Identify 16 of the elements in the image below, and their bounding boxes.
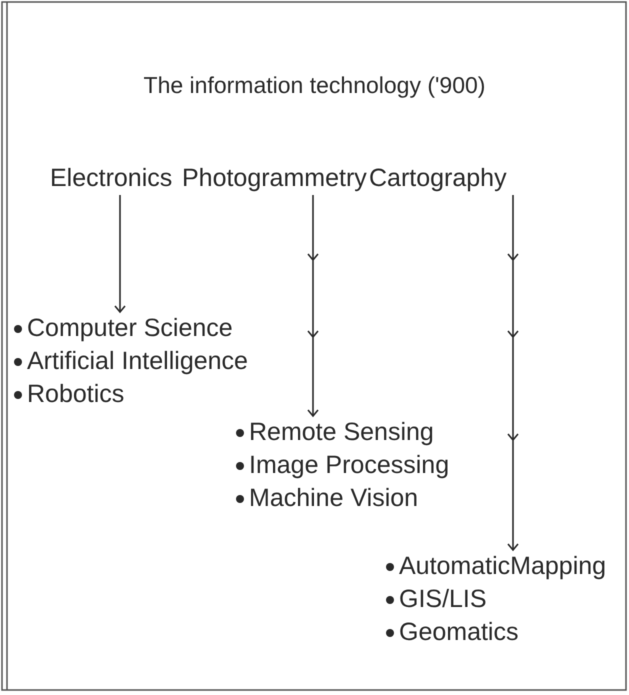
arrow — [307, 195, 319, 417]
arrow — [507, 195, 519, 551]
field-name: Cartography — [369, 163, 507, 194]
field-name: Electronics — [50, 163, 172, 194]
field-name: Photogrammetry — [182, 163, 367, 194]
diagram-title: The information technology ('900) — [142, 72, 486, 99]
list-item: Robotics — [27, 379, 124, 410]
list-item: Remote Sensing — [249, 417, 434, 448]
list-item: Machine Vision — [249, 483, 418, 514]
list-item: Computer Science — [27, 313, 233, 344]
list-item: AutomaticMapping — [399, 551, 606, 582]
arrow — [114, 195, 126, 313]
list-item: Image Processing — [249, 450, 450, 481]
list-item: Artificial Intelligence — [27, 346, 248, 377]
list-item: Geomatics — [399, 617, 518, 648]
list-item: GIS/LIS — [399, 584, 487, 615]
